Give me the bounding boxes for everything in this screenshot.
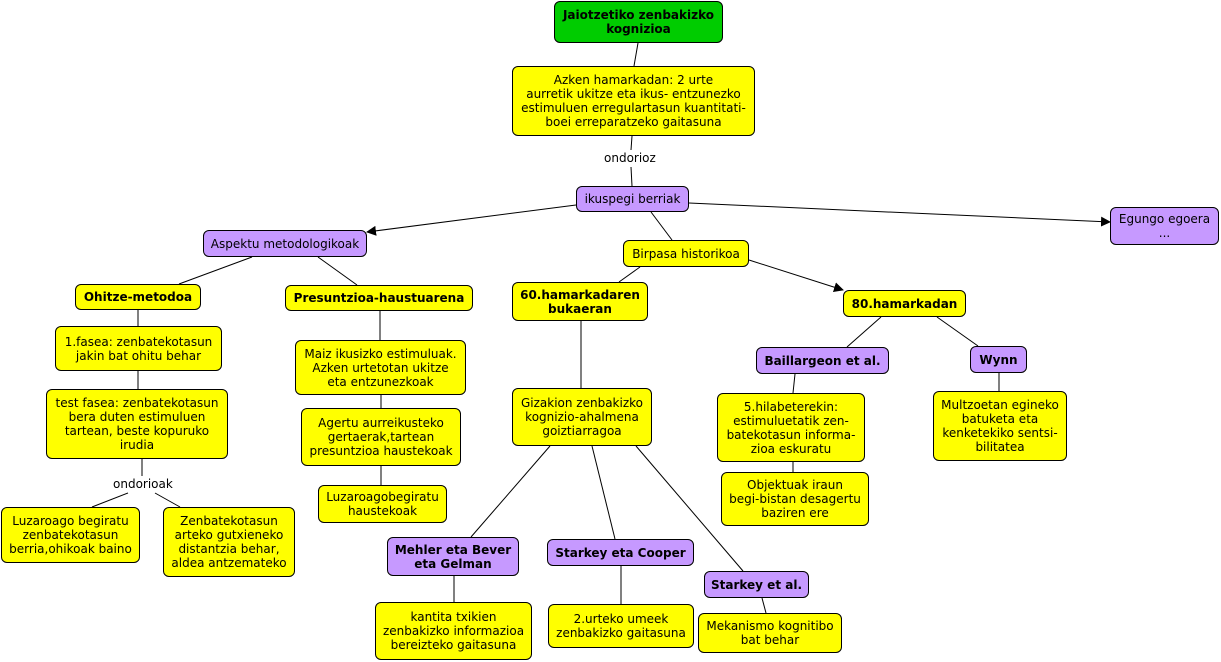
- node-5-hilabeterekin[interactable]: 5.hilabeterekin: estimuluetatik zen- bat…: [717, 393, 865, 462]
- node-maiz-ikusizko[interactable]: Maiz ikusizko estimuluak. Azken urtetota…: [295, 340, 466, 395]
- node-starkey-cooper[interactable]: Starkey eta Cooper: [547, 539, 694, 566]
- edge-ondorioz-ikuspegi: [630, 166, 633, 187]
- node-gizakion-kognizio[interactable]: Gizakion zenbakizko kognizio-ahalmena go…: [512, 388, 652, 446]
- edge-ondorioak-zenbatekotasun: [154, 492, 181, 508]
- node-luzaroago-begiratu[interactable]: Luzaroago begiratu zenbatekotasun berria…: [1, 507, 140, 563]
- edge-birpasa-80: [748, 259, 844, 293]
- node-mehler-bever-gelman[interactable]: Mehler eta Bever eta Gelman: [387, 537, 519, 576]
- edge-ondorioak-luzaroago: [91, 492, 129, 508]
- node-agertu-aurreikusteko[interactable]: Agertu aurreikusteko gertaerak,tartean p…: [301, 408, 461, 466]
- node-birpasa-historikoa[interactable]: Birpasa historikoa: [623, 240, 749, 267]
- edge-baillargeon-5hilabete: [792, 373, 796, 394]
- node-presuntzio-haustuarena[interactable]: Presuntzioa-haustuarena: [285, 285, 473, 311]
- node-objektuak-iraun[interactable]: Objektuak iraun begi-bistan desagertu ba…: [721, 472, 869, 526]
- node-mekanismo-kognitibo[interactable]: Mekanismo kognitibo bat behar: [698, 613, 842, 653]
- node-starkey-et-al[interactable]: Starkey et al.: [704, 571, 809, 598]
- edge-birpasa-60: [618, 266, 641, 283]
- edge-80-wynn: [936, 316, 979, 347]
- edge-root-azken: [633, 42, 639, 67]
- edge-azken-ondorioz: [630, 135, 633, 151]
- edge-gizakion-starkeyetal: [635, 445, 744, 572]
- node-60-hamarkadaren-bukaeran[interactable]: 60.hamarkadaren bukaeran: [512, 282, 648, 321]
- edge-gizakion-starkeycooper: [591, 445, 616, 540]
- node-2-urteko-umeek[interactable]: 2.urteko umeek zenbakizko gaitasuna: [548, 604, 694, 648]
- edge-label-ondorioz: ondorioz: [602, 151, 658, 165]
- node-root[interactable]: Jaiotzetiko zenbakizko kognizioa: [554, 1, 723, 43]
- node-ohitze-metodoa[interactable]: Ohitze-metodoa: [75, 284, 201, 310]
- node-multzoetan[interactable]: Multzoetan egineko batuketa eta kenketek…: [933, 391, 1067, 461]
- edge-gizakion-mehler: [470, 445, 551, 538]
- edge-aspektu-presuntzio: [317, 256, 358, 286]
- node-test-fasea[interactable]: test fasea: zenbatekotasun bera duten es…: [46, 389, 228, 459]
- node-aspektu-metodologikoak[interactable]: Aspektu metodologikoak: [203, 230, 367, 257]
- node-egungo-egoera[interactable]: Egungo egoera ...: [1110, 207, 1219, 245]
- node-baillargeon-et-al[interactable]: Baillargeon et al.: [756, 347, 889, 374]
- node-1-fasea[interactable]: 1.fasea: zenbatekotasun jakin bat ohitu …: [55, 326, 222, 371]
- node-wynn[interactable]: Wynn: [970, 346, 1027, 373]
- edge-ikuspegi-aspektu: [366, 204, 577, 236]
- edge-80-baillargeon: [846, 316, 882, 348]
- edge-ikuspegi-birpasa: [650, 211, 673, 241]
- edge-starkeyetal-mekanismo: [761, 597, 767, 614]
- edge-aspektu-ohitze: [178, 256, 253, 285]
- node-azken-hamarkadan[interactable]: Azken hamarkadan: 2 urte aurretik ukitze…: [512, 66, 755, 136]
- node-kantita-txikien[interactable]: kantita txikien zenbakizko informazioa b…: [375, 602, 532, 660]
- node-80-hamarkadan[interactable]: 80.hamarkadan: [843, 290, 966, 317]
- edge-label-ondorioak: ondorioak: [111, 477, 175, 491]
- node-ikuspegi-berriak[interactable]: ikuspegi berriak: [576, 186, 689, 212]
- node-luzaroagobegiratu[interactable]: Luzaroagobegiratu haustekoak: [318, 485, 447, 523]
- edge-ikuspegi-egungo: [688, 202, 1111, 227]
- node-zenbatekotasun-distantzia[interactable]: Zenbatekotasun arteko gutxieneko distant…: [163, 507, 295, 577]
